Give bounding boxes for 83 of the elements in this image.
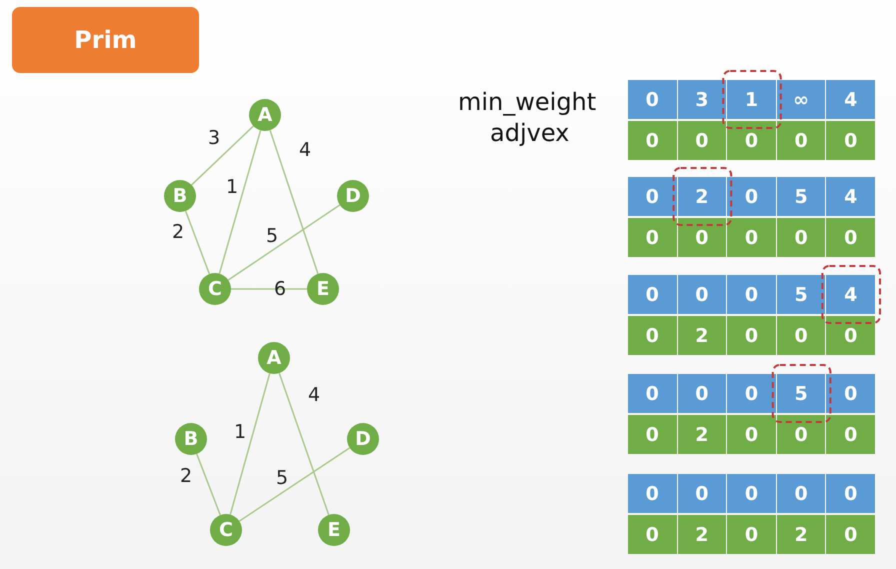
graph-edge: [231, 288, 307, 290]
table-cell: 3: [678, 80, 728, 119]
table-cell: 0: [776, 474, 826, 513]
table-cell: 0: [776, 121, 826, 160]
table-cell: 5: [776, 374, 826, 413]
table-cell: 0: [628, 474, 678, 513]
table-cell: 0: [727, 121, 777, 160]
table-cell: 0: [727, 177, 777, 216]
table-cell: 0: [727, 374, 777, 413]
edge-weight: 5: [266, 226, 278, 246]
table-cell: 0: [628, 177, 678, 216]
graph-edge: [228, 204, 340, 281]
graph-edge: [191, 126, 254, 186]
table-cell: 0: [628, 415, 678, 454]
table-cell: 0: [776, 218, 826, 257]
graph-edge: [184, 210, 210, 274]
graph-edge: [238, 447, 350, 522]
table-cell: 0: [678, 275, 728, 314]
table-cell: 0: [776, 316, 826, 355]
table-cell: 0: [628, 275, 678, 314]
table-cell: 2: [678, 177, 728, 216]
table-cell: 0: [826, 515, 876, 554]
vertex-circle: E: [307, 273, 339, 305]
vertex-circle: B: [164, 180, 196, 212]
edge-weight: 4: [299, 140, 312, 160]
edge-weight: 6: [274, 280, 286, 298]
table-cell: 0: [628, 121, 678, 160]
vertex-circle: E: [318, 514, 350, 546]
vertex-circle: A: [249, 99, 281, 131]
edge-weight: 1: [234, 422, 246, 442]
table-cell: 0: [776, 415, 826, 454]
table-cell: 2: [678, 415, 728, 454]
edge-weight: 1: [226, 178, 238, 196]
table-cell: 0: [628, 374, 678, 413]
graph-edge: [278, 372, 330, 516]
table-cell: 0: [826, 415, 876, 454]
table-cell: 5: [776, 177, 826, 216]
edge-weight: 2: [172, 222, 184, 242]
table-cell: 0: [826, 218, 876, 257]
graph-edge: [196, 454, 221, 516]
table-cell: 0: [727, 275, 777, 314]
table-cell: 2: [776, 515, 826, 554]
vertex-circle: C: [199, 273, 231, 305]
table-cell: 0: [727, 474, 777, 513]
table-cell: 0: [678, 474, 728, 513]
graph-edge: [230, 373, 270, 515]
row-heading: min_weight: [458, 90, 596, 114]
table-cell: 5: [776, 275, 826, 314]
vertex-circle: D: [347, 423, 379, 455]
table-cell: 0: [727, 415, 777, 454]
table-cell: 2: [678, 316, 728, 355]
table-cell: 0: [678, 121, 728, 160]
edge-weight: 5: [276, 468, 288, 488]
table-cell: ∞: [776, 80, 826, 119]
table-cell: 4: [826, 177, 876, 216]
table-cell: 2: [678, 515, 728, 554]
vertex-circle: D: [337, 180, 369, 212]
table-cell: 0: [727, 316, 777, 355]
table-cell: 4: [826, 275, 876, 314]
edge-weight: 2: [180, 466, 192, 486]
vertex-circle: C: [210, 514, 242, 546]
row-heading: adjvex: [490, 121, 570, 145]
table-cell: 0: [727, 218, 777, 257]
table-cell: 0: [727, 515, 777, 554]
edge-weight: 3: [208, 128, 220, 148]
title-box: Prim: [12, 7, 199, 73]
table-cell: 0: [826, 121, 876, 160]
vertex-circle: B: [175, 423, 207, 455]
table-cell: 0: [826, 374, 876, 413]
table-cell: 0: [826, 474, 876, 513]
table-cell: 0: [628, 515, 678, 554]
edge-weight: 4: [308, 386, 320, 404]
graph-edge: [218, 130, 262, 274]
table-cell: 4: [826, 80, 876, 119]
table-cell: 0: [678, 374, 728, 413]
table-cell: 0: [628, 218, 678, 257]
graph-edge: [269, 130, 319, 274]
table-cell: 1: [727, 80, 777, 119]
table-cell: 0: [628, 316, 678, 355]
table-cell: 0: [678, 218, 728, 257]
vertex-circle: A: [258, 342, 290, 374]
table-cell: 0: [826, 316, 876, 355]
table-cell: 0: [628, 80, 678, 119]
